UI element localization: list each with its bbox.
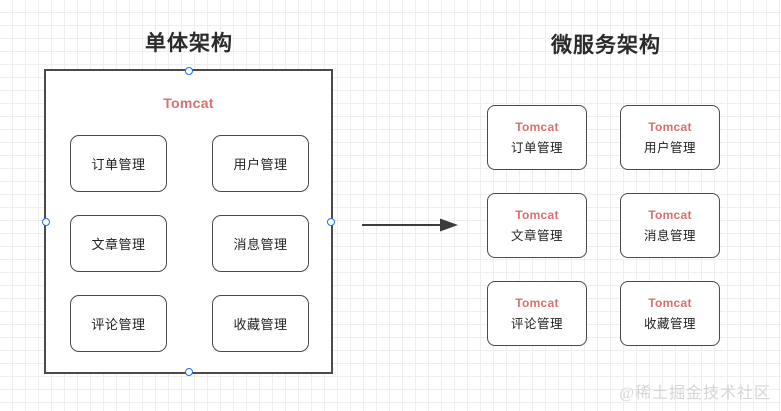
module-box[interactable]: 消息管理	[212, 215, 309, 272]
service-box[interactable]: Tomcat 订单管理	[487, 105, 587, 170]
module-label: 文章管理	[91, 237, 146, 252]
service-label: 评论管理	[510, 316, 563, 331]
module-label: 用户管理	[233, 157, 288, 172]
resize-handle-right[interactable]	[327, 217, 335, 226]
service-runtime-label: Tomcat	[648, 207, 692, 222]
microservices-title: 微服务架构	[551, 34, 661, 57]
module-box[interactable]: 用户管理	[212, 135, 309, 192]
resize-handle-top[interactable]	[184, 67, 193, 75]
resize-handle-bottom[interactable]	[184, 368, 193, 376]
service-box[interactable]: Tomcat 文章管理	[487, 193, 587, 258]
module-label: 收藏管理	[233, 317, 288, 332]
service-label: 文章管理	[510, 228, 563, 243]
service-runtime-label: Tomcat	[515, 119, 559, 134]
service-runtime-label: Tomcat	[648, 119, 692, 134]
module-box[interactable]: 订单管理	[70, 135, 167, 192]
service-label: 用户管理	[643, 140, 696, 155]
resize-handle-left[interactable]	[42, 217, 50, 226]
monolith-module-grid: 订单管理 用户管理 文章管理 消息管理 评论管理 收藏管理	[70, 135, 309, 352]
module-label: 消息管理	[233, 237, 288, 252]
service-runtime-label: Tomcat	[648, 295, 692, 310]
module-box[interactable]: 收藏管理	[212, 295, 309, 352]
service-label: 订单管理	[510, 140, 563, 155]
microservice-grid: Tomcat 订单管理 Tomcat 用户管理 Tomcat 文章管理 Tomc…	[487, 105, 720, 346]
module-box[interactable]: 文章管理	[70, 215, 167, 272]
service-runtime-label: Tomcat	[515, 207, 559, 222]
service-box[interactable]: Tomcat 评论管理	[487, 281, 587, 346]
arrow-icon	[362, 218, 458, 232]
service-runtime-label: Tomcat	[515, 295, 559, 310]
watermark: @稀土掘金技术社区	[619, 385, 771, 402]
monolith-title: 单体架构	[145, 32, 233, 55]
service-label: 收藏管理	[643, 316, 696, 331]
monolith-tomcat-label: Tomcat	[163, 95, 214, 111]
monolith-container[interactable]: Tomcat 订单管理 用户管理 文章管理 消息管理 评论管理 收藏管理	[42, 67, 335, 376]
service-box[interactable]: Tomcat 收藏管理	[620, 281, 720, 346]
module-label: 评论管理	[91, 317, 146, 332]
service-label: 消息管理	[643, 228, 696, 243]
module-box[interactable]: 评论管理	[70, 295, 167, 352]
service-box[interactable]: Tomcat 用户管理	[620, 105, 720, 170]
module-label: 订单管理	[91, 157, 146, 172]
service-box[interactable]: Tomcat 消息管理	[620, 193, 720, 258]
